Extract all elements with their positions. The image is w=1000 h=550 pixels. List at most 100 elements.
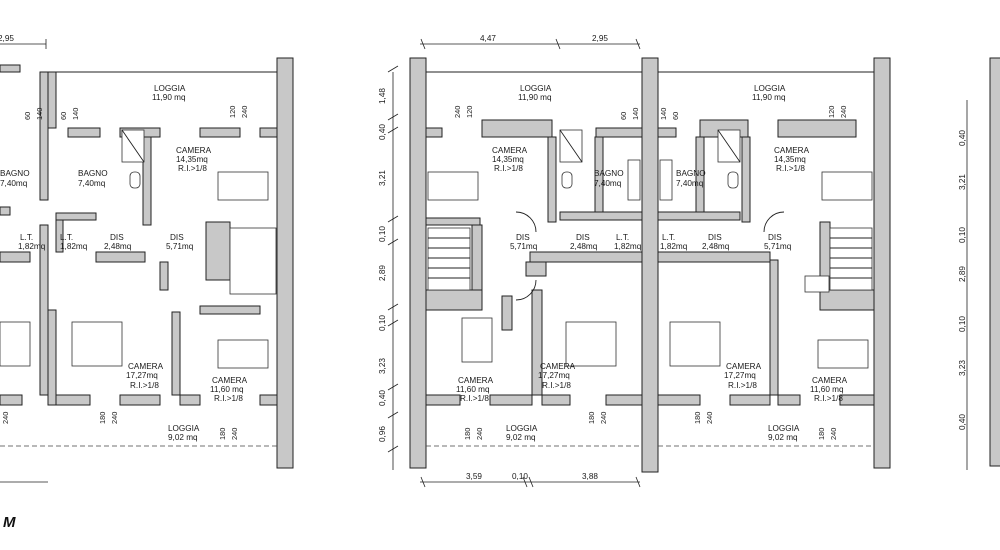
a-camera-top-ri: R.I.>1/8 [494,164,523,173]
a-d60: 60 [619,112,628,120]
stair-a [427,227,471,291]
a-bagno-label: BAGNO [594,169,624,178]
vdim-323: 3,23 [378,358,387,374]
rvdim-289: 2,89 [958,266,967,282]
rvdim-010b: 0,10 [958,316,967,332]
a-loggia-area: 11,90 mq [518,93,552,102]
left-d140: 140 [71,108,80,120]
a-d240b: 240 [475,428,484,440]
bdim-359: 3,59 [466,472,482,481]
dim-295: 2,95 [592,34,608,43]
dim-left-295: 2,95 [0,34,14,43]
left-camera-small-label: CAMERA [212,376,248,385]
left-camera-big-ri: R.I.>1/8 [130,381,159,390]
vdim-010a: 0,10 [378,226,387,242]
left-bagno-area: 7,40mq [78,179,106,188]
right-vertical-dimensions: 0,40 3,21 0,10 2,89 0,10 3,23 0,40 [958,57,1000,470]
left-lt2-area: 1,82mq [60,242,88,251]
left-dis-small-area: 2,48mq [104,242,132,251]
a-loggia-bottom-area: 9,02 mq [506,433,536,442]
left-camera-small-ri: R.I.>1/8 [214,394,243,403]
a-loggia-bottom-label: LOGGIA [506,424,538,433]
b-camera-top-ri: R.I.>1/8 [776,164,805,173]
left-d60: 60 [59,112,68,120]
a-camera-top-area: 14,35mq [492,155,524,164]
left-camera-small-area: 11,60 mq [210,385,244,394]
b-bagno-area: 7,40mq [676,179,704,188]
left-loggia-area: 11,90 mq [152,93,186,102]
b-bagno-label: BAGNO [676,169,706,178]
b-lt-label: L.T. [662,233,675,242]
left-camera-big-label: CAMERA [128,362,164,371]
a-camera-big-area: 17,27mq [538,371,570,380]
b-camera-small-area: 11,60 mq [810,385,844,394]
a-camera-small-label: CAMERA [458,376,494,385]
b-camera-big-ri: R.I.>1/8 [728,381,757,390]
b-d60: 60 [671,112,680,120]
left-d240: 240 [240,106,249,118]
left-camera-top-area: 14,35mq [176,155,208,164]
left-bagno2-label: BAGNO [0,169,30,178]
b-dis-small-label: DIS [708,233,722,242]
left-camera-top-ri: R.I.>1/8 [178,164,207,173]
left-bagno-label: BAGNO [78,169,108,178]
left-vertical-dimensions: 1,48 0,40 3,21 0,10 2,89 0,10 3,23 0,40 … [378,65,399,470]
left-camera-big-area: 17,27mq [126,371,158,380]
rvdim-010a: 0,10 [958,227,967,243]
rvdim-323: 3,23 [958,360,967,376]
left-loggia-bottom-label: LOGGIA [168,424,200,433]
b-loggia-area: 11,90 mq [752,93,786,102]
left-d240b: 240 [110,412,119,424]
left-dis-small-label: DIS [110,233,124,242]
vdim-289: 2,89 [378,265,387,281]
left-loggia-bottom-area: 9,02 mq [168,433,198,442]
b-dis-big-label: DIS [768,233,782,242]
left-bagno2-area: 7,40mq [0,179,28,188]
left-d140b: 140 [35,108,44,120]
left-lt2-label: L.T. [60,233,73,242]
left-d240d: 240 [1,412,10,424]
a-d180b: 180 [587,412,596,424]
b-loggia-bottom-area: 9,02 mq [768,433,798,442]
b-lt-area: 1,82mq [660,242,688,251]
bdim-388: 3,88 [582,472,598,481]
b-loggia-bottom-label: LOGGIA [768,424,800,433]
right-edge-wall [989,57,1000,467]
a-dis-big-label: DIS [516,233,530,242]
left-d180b: 180 [218,428,227,440]
vdim-040a: 0,40 [378,124,387,140]
b-camera-small-ri: R.I.>1/8 [814,394,843,403]
a-d240: 240 [453,106,462,118]
rvdim-040b: 0,40 [958,414,967,430]
stair-b [829,227,873,291]
left-camera-top-label: CAMERA [176,146,212,155]
a-camera-big-label: CAMERA [540,362,576,371]
vdim-321: 3,21 [378,170,387,186]
left-lt-label: L.T. [20,233,33,242]
a-lt-area: 1,82mq [614,242,642,251]
b-loggia-label: LOGGIA [754,84,786,93]
bottom-dimension-chain: 3,59 0,10 3,88 [0,472,641,488]
rvdim-321: 3,21 [958,174,967,190]
vdim-040b: 0,40 [378,390,387,406]
bdim-010: 0,10 [512,472,528,481]
left-lt-area: 1,82mq [18,242,46,251]
left-d60b: 60 [23,112,32,120]
b-camera-big-label: CAMERA [726,362,762,371]
a-d140: 140 [631,108,640,120]
b-dis-small-area: 2,48mq [702,242,730,251]
a-d120: 120 [465,106,474,118]
a-lt-label: L.T. [616,233,629,242]
left-dis-big-area: 5,71mq [166,242,194,251]
left-loggia-label: LOGGIA [154,84,186,93]
rvdim-040a: 0,40 [958,130,967,146]
a-bagno-area: 7,40mq [594,179,622,188]
b-d180b: 180 [817,428,826,440]
b-camera-big-area: 17,27mq [724,371,756,380]
b-camera-top-area: 14,35mq [774,155,806,164]
a-dis-small-label: DIS [576,233,590,242]
b-d120: 120 [827,106,836,118]
a-loggia-label: LOGGIA [520,84,552,93]
vdim-148: 1,48 [378,88,387,104]
